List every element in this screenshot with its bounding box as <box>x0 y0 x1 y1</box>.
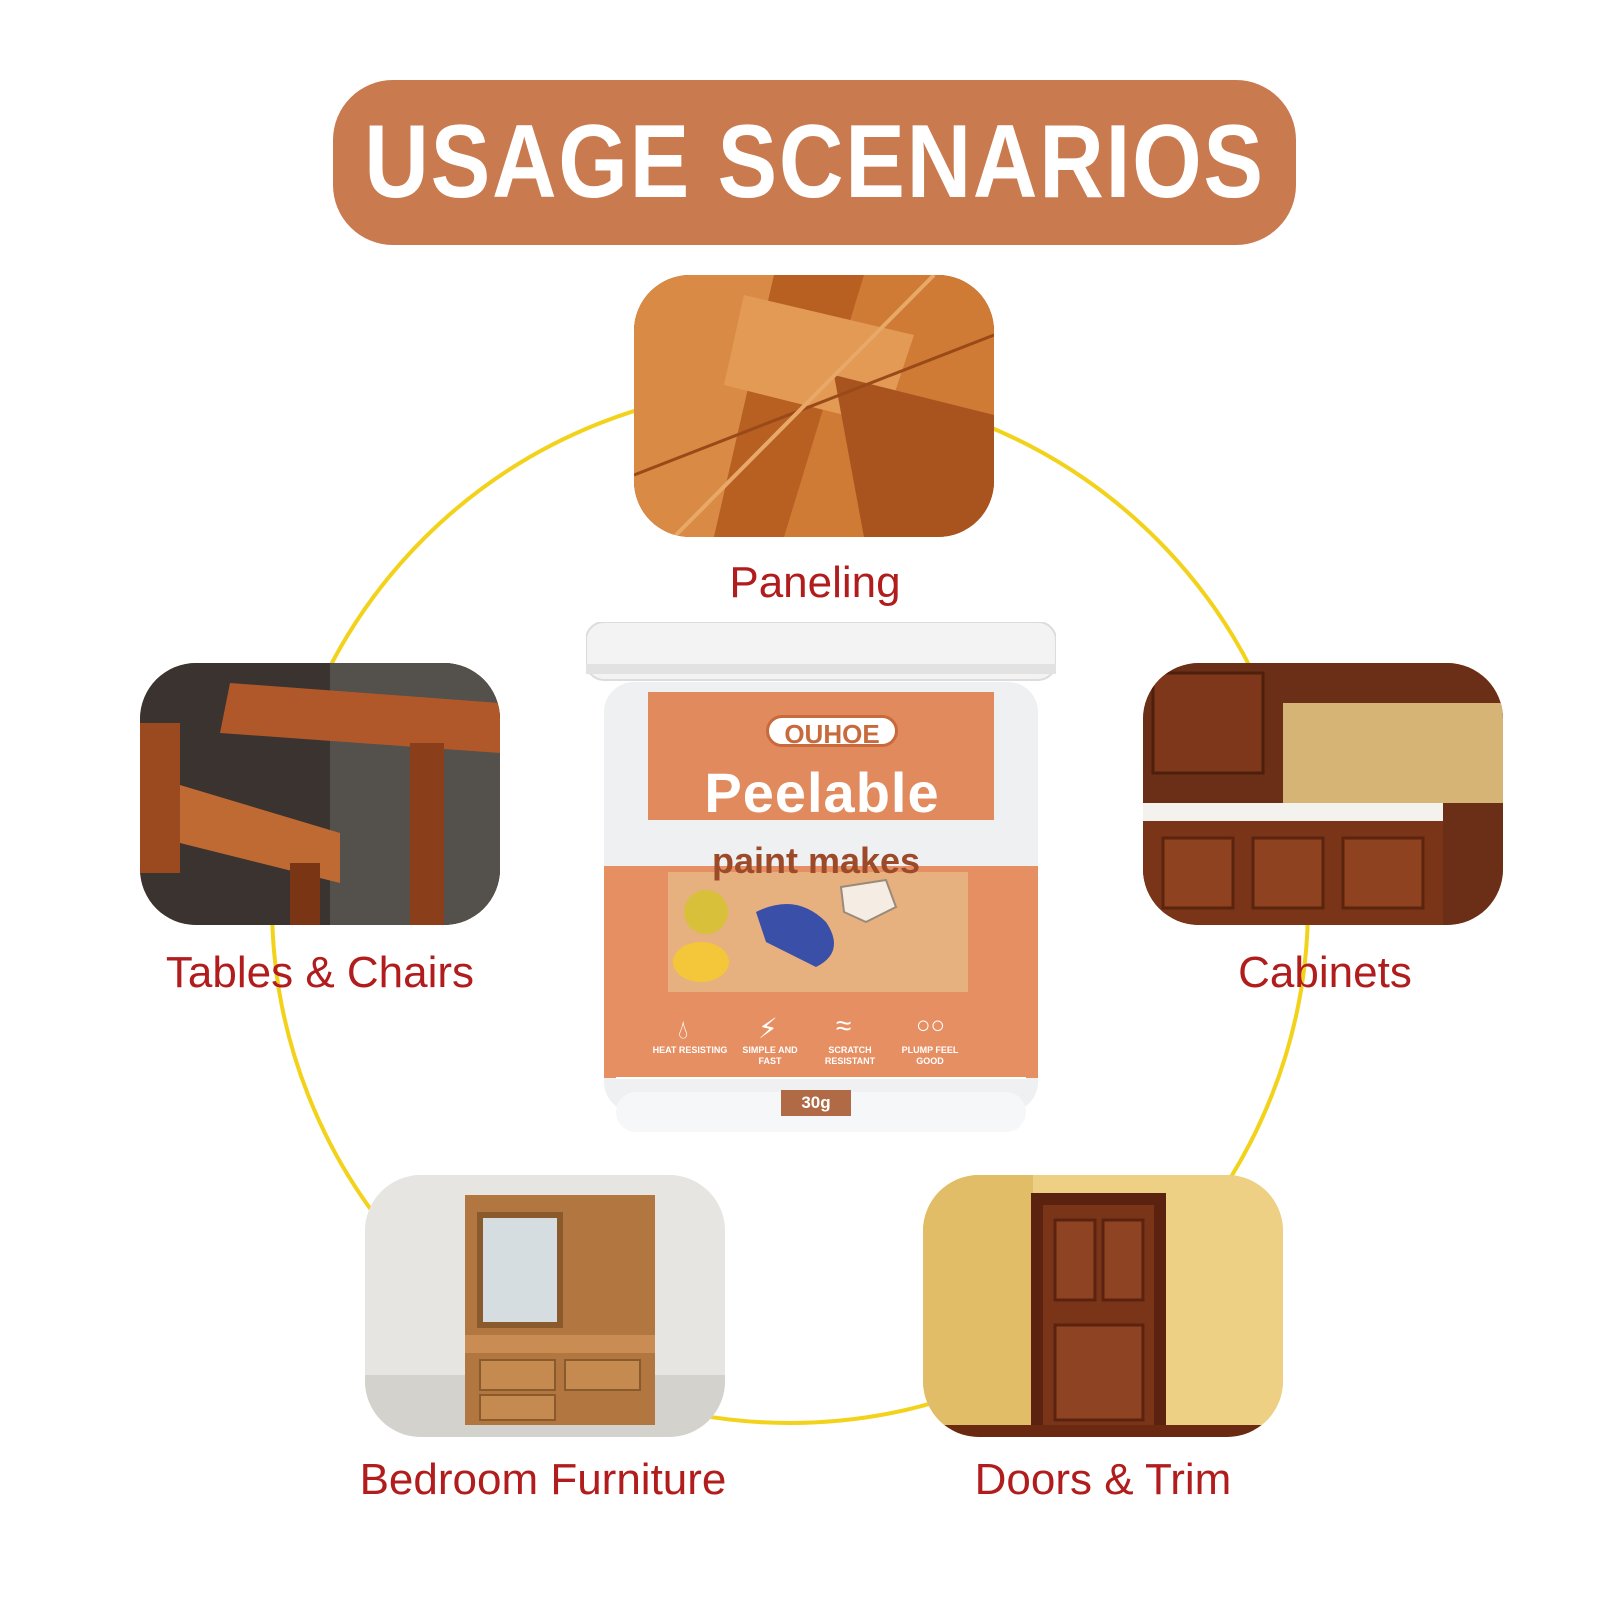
doors-trim-photo <box>923 1175 1283 1437</box>
product-jar: OUHOE Peelable paint makes 💧︎ HEAT RESIS… <box>586 622 1056 1142</box>
scenario-label-paneling: Paneling <box>729 558 901 607</box>
cabinets-photo <box>1143 663 1503 925</box>
product-brand: OUHOE <box>766 715 898 749</box>
feature-heat-resisting: HEAT RESISTING <box>652 1045 728 1055</box>
tables-chairs-photo <box>140 663 500 925</box>
waves-icon: ≈ <box>836 1010 852 1041</box>
scenario-label-bedroom-furniture: Bedroom Furniture <box>359 1455 727 1504</box>
product-name: Peelable <box>704 761 940 824</box>
product-subtitle: paint makes <box>711 840 921 881</box>
paneling-photo <box>634 275 994 537</box>
page-title: USAGE SCENARIOS <box>364 104 1265 220</box>
scenario-label-cabinets: Cabinets <box>1238 948 1412 997</box>
lightning-icon: ⚡︎ <box>758 1013 778 1044</box>
droplet-icon: 💧︎ <box>678 1014 689 1044</box>
bubbles-icon: ○○ <box>916 1012 945 1039</box>
feature-plump-feel-good: PLUMP FEEL GOOD <box>901 1045 959 1066</box>
feature-scratch-resistant: SCRATCH RESISTANT <box>824 1045 876 1066</box>
bedroom-furniture-photo <box>365 1175 725 1437</box>
scenario-label-doors-trim: Doors & Trim <box>974 1455 1232 1504</box>
product-weight-badge: 30g <box>781 1090 851 1116</box>
scenario-label-tables-chairs: Tables & Chairs <box>165 948 475 997</box>
feature-simple-and-fast: SIMPLE AND FAST <box>742 1045 798 1066</box>
header-banner: USAGE SCENARIOS <box>333 80 1296 245</box>
